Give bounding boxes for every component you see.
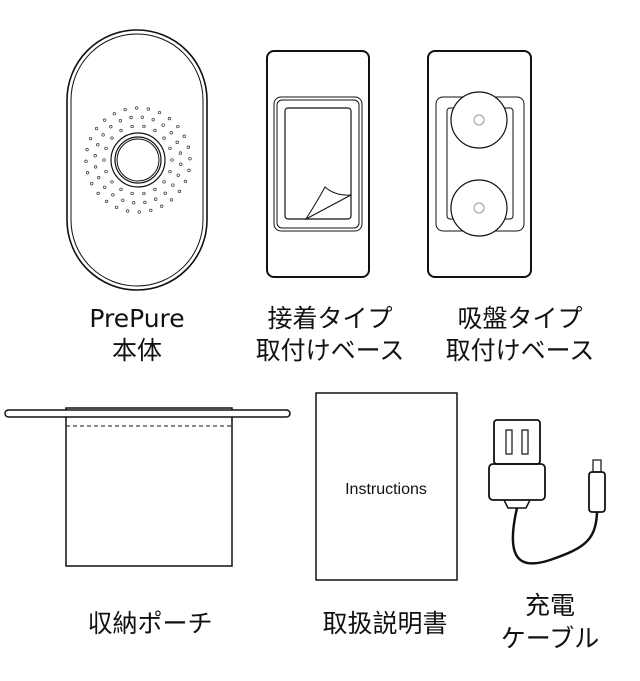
grille-dot xyxy=(104,169,108,174)
grille-dot xyxy=(118,119,122,123)
grille-dot xyxy=(119,128,123,133)
grille-dot xyxy=(176,173,180,177)
grille-dot xyxy=(137,210,141,214)
grille-dot xyxy=(97,176,101,180)
grille-dot xyxy=(163,191,167,195)
item-label: 接着タイプ xyxy=(267,304,392,333)
grille-dot xyxy=(126,209,130,213)
grille-dot xyxy=(153,187,157,192)
grille-dot xyxy=(142,124,146,129)
grille-dot xyxy=(114,205,119,210)
storage-pouch-illustration xyxy=(4,407,291,567)
grille-dot xyxy=(103,185,107,189)
grille-dot xyxy=(102,118,107,122)
grille-dot xyxy=(110,180,114,184)
grille-dot xyxy=(157,110,162,115)
item-label: 取付けベース xyxy=(446,336,595,365)
grille-dot xyxy=(187,168,191,172)
grille-dot xyxy=(94,126,99,131)
grille-dot xyxy=(111,193,115,197)
grille-dot xyxy=(135,106,139,110)
grille-dot xyxy=(171,183,175,187)
grille-dot xyxy=(162,180,166,184)
charging-cable-illustration xyxy=(488,419,606,565)
grille-dot xyxy=(110,136,114,140)
item-label: 取付けベース xyxy=(256,336,405,365)
grille-dot xyxy=(121,198,125,202)
grille-dot xyxy=(182,134,186,138)
grille-dot xyxy=(104,146,108,151)
grille-dot xyxy=(96,143,100,147)
grille-dot xyxy=(142,191,146,196)
grille-dot xyxy=(93,165,98,169)
prepure-device-illustration xyxy=(66,29,208,291)
item-label: 収納ポーチ xyxy=(87,609,212,638)
grille-dot xyxy=(93,154,97,158)
grille-dot xyxy=(85,148,89,152)
grille-dot xyxy=(84,159,88,163)
grille-dot xyxy=(132,201,136,205)
suction-base-illustration xyxy=(427,50,532,278)
grille-dot xyxy=(160,204,164,208)
grille-dot xyxy=(88,136,93,141)
item-label: 取扱説明書 xyxy=(322,609,447,638)
item-label: 本体 xyxy=(112,336,162,365)
grille-dot xyxy=(90,182,94,186)
item-label: 吸盤タイプ xyxy=(457,304,582,333)
speaker-grille-icon xyxy=(84,106,192,214)
grille-dot xyxy=(140,115,144,119)
grille-dot xyxy=(178,151,183,155)
item-label: 充電 xyxy=(525,591,575,620)
grille-dot xyxy=(130,124,134,129)
grille-dot xyxy=(129,115,133,120)
grille-dot xyxy=(149,208,153,213)
grille-dot xyxy=(146,107,150,111)
grille-dot xyxy=(168,169,172,174)
grille-dot xyxy=(119,187,123,192)
grille-dot xyxy=(123,107,127,112)
grille-dot xyxy=(169,198,174,202)
grille-dot xyxy=(186,145,191,149)
grille-dot xyxy=(175,140,179,144)
grille-dot xyxy=(154,197,158,201)
grille-dot xyxy=(101,133,105,137)
grille-dot xyxy=(109,125,113,129)
grille-dot xyxy=(96,191,100,196)
booklet-text: Instructions xyxy=(345,481,427,498)
grille-dot xyxy=(176,124,180,129)
item-label: PrePure xyxy=(89,304,184,333)
grille-dot xyxy=(177,189,182,194)
item-label: ケーブル xyxy=(501,624,600,653)
grille-dot xyxy=(112,112,116,116)
grille-dot xyxy=(143,200,147,205)
grille-dot xyxy=(130,191,134,196)
grille-dot xyxy=(169,131,173,135)
grille-dot xyxy=(170,158,174,162)
grille-dot xyxy=(179,162,183,166)
adhesive-base-illustration xyxy=(266,50,370,278)
grille-dot xyxy=(151,118,155,122)
grille-dot xyxy=(183,179,188,184)
grille-dot xyxy=(188,157,192,161)
grille-dot xyxy=(162,136,166,140)
grille-dot xyxy=(167,116,172,121)
grille-dot xyxy=(153,128,157,133)
grille-dot xyxy=(104,199,109,204)
grille-dot xyxy=(161,123,165,127)
grille-dot xyxy=(168,146,172,151)
grille-dot xyxy=(102,158,106,162)
instruction-manual-illustration: Instructions xyxy=(315,392,458,581)
grille-dot xyxy=(85,171,90,175)
